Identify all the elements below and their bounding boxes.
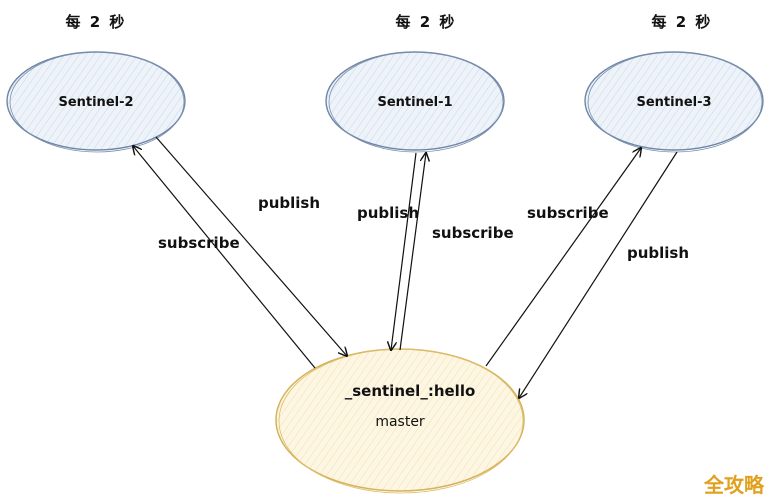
sentinel-1-publish-label: publish (357, 204, 419, 222)
sentinel-3-subscribe-label: subscribe (527, 204, 609, 222)
sentinel-3-frequency: 每 2 秒 (652, 13, 713, 31)
sentinel-3-label: Sentinel-3 (636, 95, 711, 110)
sentinel-2-publish-label: publish (258, 194, 320, 212)
sentinel-2-publish-arrow (155, 136, 347, 356)
sentinel-1-publish-arrow (391, 152, 417, 350)
sentinel-3-publish-arrow (519, 151, 678, 398)
master-node: _sentinel_:hello master (275, 348, 525, 494)
sentinel-1-label: Sentinel-1 (377, 95, 452, 110)
sentinel-1-subscribe-arrow (399, 153, 426, 351)
sentinel-2-label: Sentinel-2 (58, 95, 133, 110)
sentinel-1-node: Sentinel-1 (325, 51, 505, 153)
sentinel-2-node: Sentinel-2 (6, 51, 186, 153)
sentinel-1-subscribe-label: subscribe (432, 224, 514, 242)
master-label: master (375, 414, 425, 430)
sentinel-3-publish-label: publish (627, 244, 689, 262)
sentinel-2-subscribe-label: subscribe (158, 234, 240, 252)
watermark: 全攻略 (703, 473, 765, 497)
sentinel-3-subscribe-arrow (485, 148, 641, 367)
master-channel-label: _sentinel_:hello (345, 382, 476, 400)
sentinel-2-subscribe-arrow (133, 146, 316, 369)
sentinel-1-frequency: 每 2 秒 (396, 13, 457, 31)
sentinel-2-frequency: 每 2 秒 (66, 13, 127, 31)
sentinel-3-node: Sentinel-3 (584, 51, 764, 153)
